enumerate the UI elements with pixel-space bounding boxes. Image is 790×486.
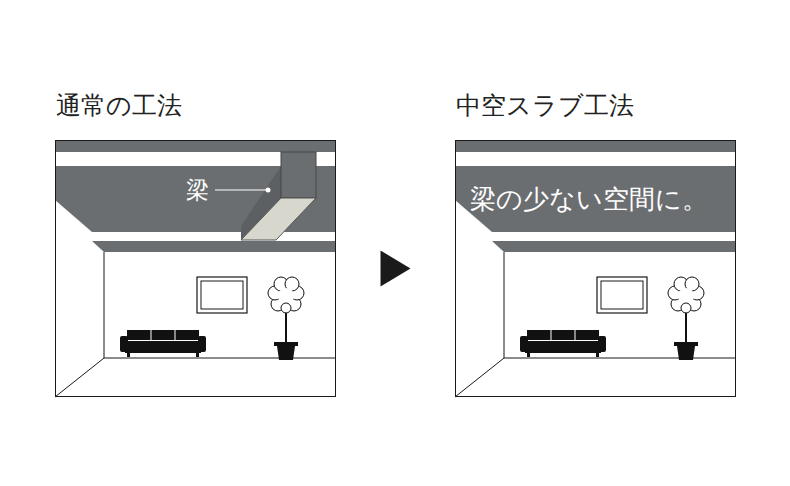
panel-title: 通常の工法: [56, 89, 182, 122]
band-text: 梁の少ない空間に。: [470, 182, 708, 217]
room-panel: 中空スラブ工法梁の少ない空間に。: [455, 140, 736, 397]
ceiling-band: 梁の少ない空間に。: [456, 166, 734, 233]
beam: [241, 152, 316, 240]
part-label: 梁: [186, 175, 209, 206]
panel-title: 中空スラブ工法: [456, 89, 634, 122]
arrow-connector: [381, 251, 411, 287]
leader-line: [215, 188, 271, 193]
